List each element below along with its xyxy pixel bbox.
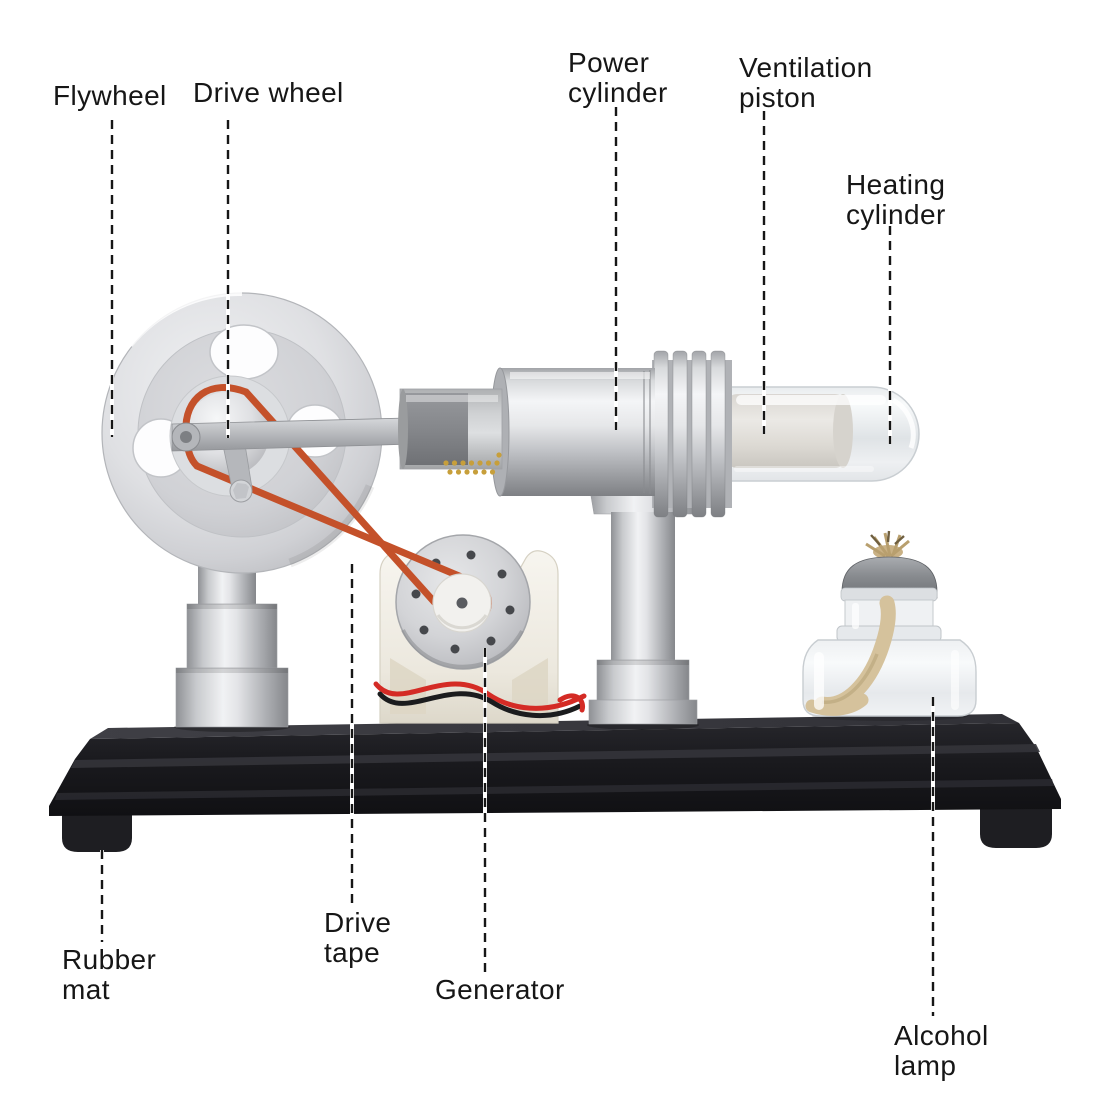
label-generator: Generator bbox=[435, 974, 565, 1005]
label-drive-wheel: Drive wheel bbox=[193, 77, 344, 108]
generator-pulley bbox=[432, 573, 492, 633]
generator-wires bbox=[373, 681, 587, 719]
label-heating-cylinder: Heating cylinder bbox=[846, 169, 946, 230]
wire-black bbox=[377, 691, 583, 719]
power-piston-sleeve bbox=[398, 388, 503, 475]
ventilation-piston-fins bbox=[652, 350, 732, 518]
label-ventilation-piston: Ventilation piston bbox=[739, 52, 873, 113]
brass-coil-dots bbox=[443, 452, 502, 475]
label-alcohol-lamp: Alcohol lamp bbox=[894, 1020, 989, 1081]
pulley-center-hole bbox=[456, 597, 468, 609]
lamp-rope-wick bbox=[814, 595, 896, 712]
label-power-cylinder: Power cylinder bbox=[568, 47, 668, 108]
wire-red bbox=[373, 681, 587, 711]
flywheel-hole-top bbox=[209, 324, 279, 380]
power-piston bbox=[404, 393, 468, 465]
power-cylinder-body bbox=[490, 367, 655, 497]
ventilation-piston-displacer bbox=[727, 394, 845, 468]
label-drive-tape: Drive tape bbox=[324, 907, 392, 968]
alcohol-lamp bbox=[802, 530, 977, 721]
lamp-wick-tuft bbox=[865, 530, 910, 559]
label-rubber-mat: Rubber mat bbox=[62, 944, 157, 1005]
label-flywheel: Flywheel bbox=[53, 80, 167, 111]
base-plate bbox=[49, 714, 1061, 852]
base-foot-left bbox=[62, 812, 132, 852]
crank-and-rod bbox=[171, 416, 449, 503]
leader-lines bbox=[100, 107, 935, 1016]
base-foot-right bbox=[980, 806, 1052, 848]
heating-cylinder-glass bbox=[725, 386, 920, 482]
